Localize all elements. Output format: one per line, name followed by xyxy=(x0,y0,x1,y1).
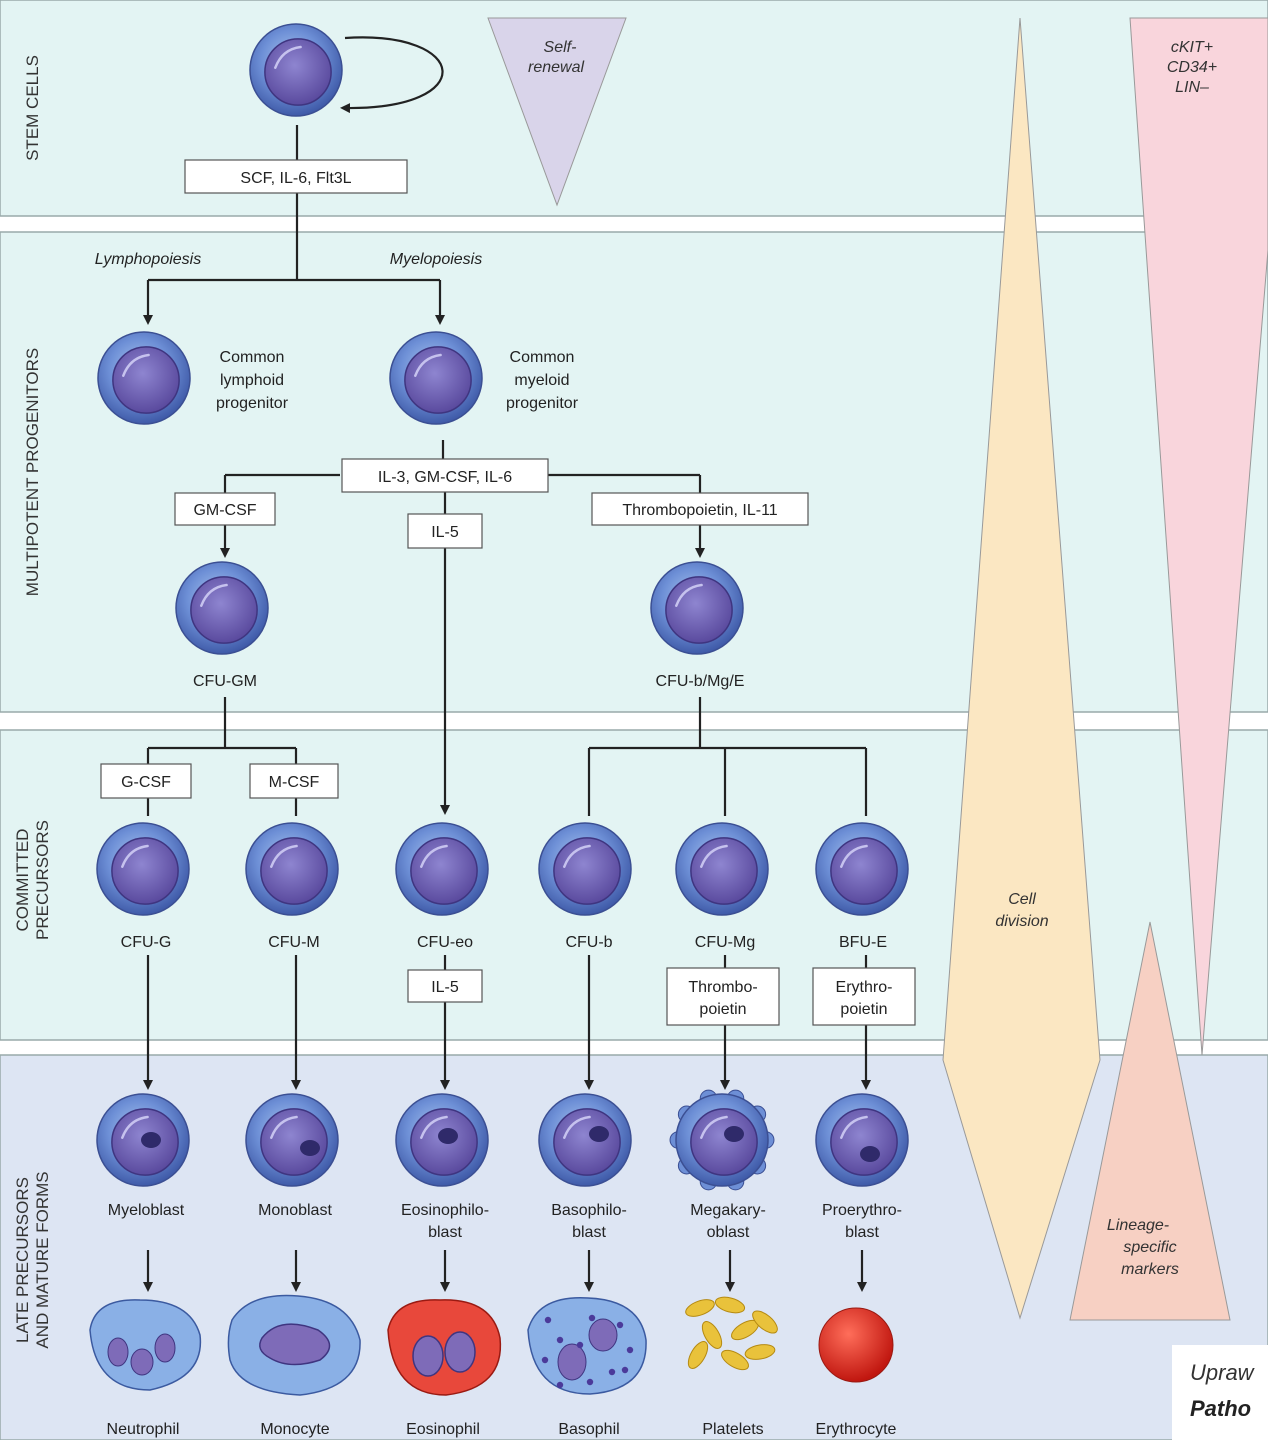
cell-division-triangle xyxy=(942,17,1101,1320)
cfu-eo-cell xyxy=(395,822,489,916)
factor-boxes: SCF, IL-6, Flt3L IL-3, GM-CSF, IL-6 GM-C… xyxy=(100,159,916,1026)
factor-erythropoietin: Erythro-poietin xyxy=(836,979,893,1018)
factor-tpo-il11: Thrombopoietin, IL-11 xyxy=(622,502,777,519)
bfu-e-cell xyxy=(815,822,909,916)
band-label-late: LATE PRECURSORSAND MATURE FORMS xyxy=(13,1171,52,1348)
self-renewal-triangle xyxy=(487,17,627,207)
common-myeloid-progenitor-cell xyxy=(389,331,483,425)
common-lymphoid-progenitor-cell xyxy=(97,331,191,425)
blast-label-4: Megakary-oblast xyxy=(690,1202,766,1241)
factor-m-csf: M-CSF xyxy=(269,774,320,791)
committed-label-0: CFU-G xyxy=(121,934,172,951)
factor-il5-bottom: IL-5 xyxy=(431,979,459,996)
mature-label-5: Erythrocyte xyxy=(816,1421,897,1438)
blast-label-2: Eosinophilo-blast xyxy=(401,1202,489,1241)
mature-label-0: Neutrophil xyxy=(107,1421,180,1438)
factor-box-g-csf xyxy=(100,763,192,799)
factor-il5-top: IL-5 xyxy=(431,524,459,541)
cfu-m-cell xyxy=(245,822,339,916)
cfu-bmge-label: CFU-b/Mg/E xyxy=(656,673,745,690)
blast-label-5: Proerythro-blast xyxy=(822,1202,902,1241)
stem-cell xyxy=(249,23,343,117)
mature-label-3: Basophil xyxy=(558,1421,619,1438)
megakaryoblast-cell xyxy=(669,1089,775,1191)
committed-label-5: BFU-E xyxy=(839,934,887,951)
self-renewal-label: Self-renewal xyxy=(528,39,584,76)
cfu-gm-label: CFU-GM xyxy=(193,673,257,690)
committed-label-4: CFU-Mg xyxy=(695,934,755,951)
factor-g-csf: G-CSF xyxy=(121,774,171,791)
cfu-g-cell xyxy=(96,822,190,916)
committed-label-2: CFU-eo xyxy=(417,934,473,951)
basophil-cell xyxy=(527,1297,647,1395)
mature-label-2: Eosinophil xyxy=(406,1421,480,1438)
markers-triangle xyxy=(1129,17,1268,1056)
band-label-multipotent: MULTIPOTENT PROGENITORS xyxy=(23,348,42,596)
cfu-gm-cell xyxy=(175,561,269,655)
myeloblast-cell xyxy=(96,1093,190,1187)
eosinophil-cell xyxy=(387,1299,502,1396)
committed-labels: CFU-G CFU-M CFU-eo CFU-b CFU-Mg BFU-E xyxy=(121,934,887,951)
band-label-stem: STEM CELLS xyxy=(23,55,42,161)
eosinophiloblast-cell xyxy=(395,1093,489,1187)
cfu-b-cell xyxy=(538,822,632,916)
factor-box-myeloid xyxy=(341,458,549,493)
cfu-bmge-cell xyxy=(650,561,744,655)
markers-label: cKIT+CD34+LIN– xyxy=(1167,39,1217,96)
lymphopoiesis-label: Lymphopoiesis xyxy=(95,251,201,268)
monoblast-cell xyxy=(245,1093,339,1187)
band-label-committed: COMMITTEDPRECURSORS xyxy=(13,820,52,940)
myelopoiesis-label: Myelopoiesis xyxy=(390,251,482,268)
blast-label-1: Monoblast xyxy=(258,1202,332,1219)
factor-box-erythropoietin xyxy=(812,967,916,1026)
committed-label-3: CFU-b xyxy=(565,934,612,951)
cells-layer xyxy=(89,23,909,1396)
mature-label-1: Monocyte xyxy=(260,1421,329,1438)
factor-thrombopoietin: Thrombo-poietin xyxy=(688,979,757,1018)
lineage-markers-triangle xyxy=(1069,921,1231,1321)
factor-gm-csf: GM-CSF xyxy=(193,502,256,519)
credit-panel xyxy=(1172,1345,1268,1440)
proerythroblast-cell xyxy=(815,1093,909,1187)
factor-box-tpo-il11 xyxy=(591,492,809,526)
credit-line-2: Patho xyxy=(1190,1396,1251,1421)
cfu-mg-cell xyxy=(675,822,769,916)
factor-stem: SCF, IL-6, Flt3L xyxy=(240,170,351,187)
factor-box-il5-top xyxy=(407,513,483,549)
factor-box-m-csf xyxy=(249,763,339,799)
erythrocyte-cell xyxy=(818,1307,894,1383)
factor-myeloid: IL-3, GM-CSF, IL-6 xyxy=(378,469,512,486)
factor-box-gm-csf xyxy=(174,492,276,526)
monocyte-cell xyxy=(227,1294,361,1396)
committed-label-1: CFU-M xyxy=(268,934,320,951)
factor-box-il5-bottom xyxy=(407,969,483,1003)
neutrophil-cell xyxy=(89,1299,202,1391)
connectors xyxy=(143,36,871,1292)
basophiloblast-cell xyxy=(538,1093,632,1187)
blast-labels: Myeloblast Monoblast Eosinophilo-blast Baso… xyxy=(108,1202,902,1241)
mature-labels: Neutrophil Monocyte Eosinophil Basophil Plat… xyxy=(107,1421,897,1438)
mature-label-4: Platelets xyxy=(702,1421,763,1438)
factor-box-thrombopoietin xyxy=(666,967,780,1026)
blast-label-0: Myeloblast xyxy=(108,1202,185,1219)
platelets-cluster xyxy=(685,1296,778,1371)
credit-line-1: Upraw xyxy=(1190,1360,1256,1385)
blast-label-3: Basophilo-blast xyxy=(551,1202,627,1241)
factor-box-stem xyxy=(184,159,408,194)
